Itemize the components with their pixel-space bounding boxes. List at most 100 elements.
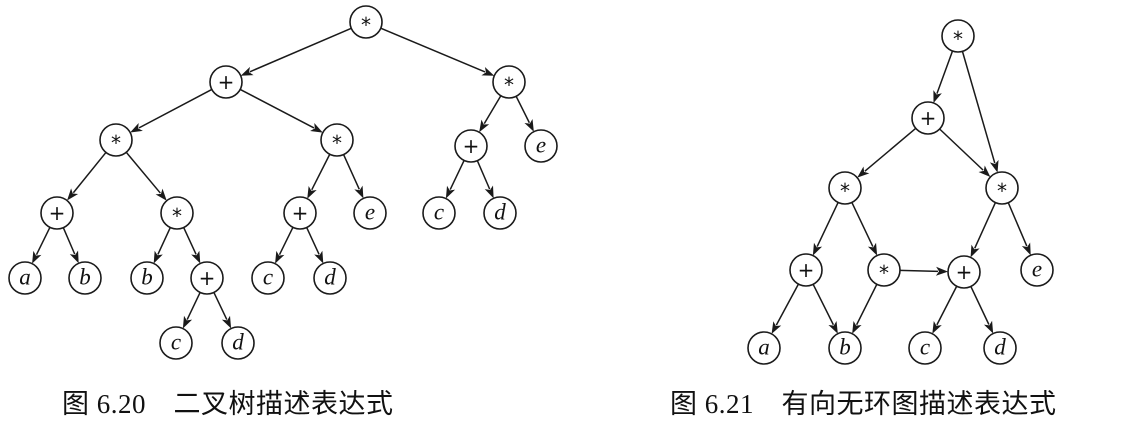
edge-line <box>936 285 958 326</box>
arrowhead-icon <box>182 315 193 329</box>
node-n19: d <box>313 261 347 295</box>
node-m7: + <box>947 255 981 289</box>
operand-label: c <box>434 200 444 225</box>
edge-n2-n4 <box>130 88 213 133</box>
edge-line <box>125 151 161 194</box>
edge-line <box>864 127 917 172</box>
arrowhead-icon <box>479 119 490 133</box>
arrowhead-icon <box>314 250 324 264</box>
node-m4: * <box>985 171 1019 205</box>
node-circle <box>983 331 1017 365</box>
node-m1: * <box>941 19 975 53</box>
node-circle <box>941 19 975 53</box>
edge-line <box>936 50 954 94</box>
node-circle <box>911 101 945 135</box>
node-m11: c <box>908 331 942 365</box>
edge-line <box>306 227 320 255</box>
edge-m2-m4 <box>939 128 991 178</box>
node-n6: + <box>454 129 488 163</box>
arrowhead-icon <box>354 185 364 199</box>
edge-line <box>855 283 878 326</box>
node-m9: a <box>747 331 781 365</box>
node-circle <box>159 326 193 360</box>
node-n17: + <box>190 261 224 295</box>
arrowhead-icon <box>1021 242 1031 256</box>
edge-n9-n16 <box>153 227 171 264</box>
edge-line <box>970 286 990 325</box>
operator-label: + <box>49 201 66 225</box>
arrowhead-icon <box>481 67 495 76</box>
node-circle <box>8 261 42 295</box>
node-circle <box>828 331 862 365</box>
node-n12: c <box>422 196 456 230</box>
edge-line <box>449 160 465 190</box>
operator-label: * <box>953 27 963 51</box>
node-circle <box>985 171 1019 205</box>
operator-label: * <box>879 261 889 285</box>
arrowhead-icon <box>275 250 285 264</box>
edge-line <box>851 202 874 247</box>
operand-label: d <box>994 335 1006 360</box>
operand-label: b <box>141 265 153 290</box>
node-m6: * <box>867 253 901 287</box>
operator-label: + <box>218 70 235 94</box>
edge-line <box>1007 202 1028 247</box>
operand-label: e <box>365 200 375 225</box>
node-m2: + <box>911 101 945 135</box>
edge-n5-n11 <box>342 154 364 199</box>
operand-label: c <box>171 330 181 355</box>
arrowhead-icon <box>983 320 994 334</box>
node-circle <box>283 196 317 230</box>
edge-m7-m12 <box>970 286 994 334</box>
arrowhead-icon <box>771 321 782 334</box>
edge-line <box>476 160 491 190</box>
operand-label: d <box>494 200 506 225</box>
edge-m1-m2 <box>933 50 954 103</box>
node-circle <box>160 196 194 230</box>
operand-label: c <box>920 335 930 360</box>
arrowhead-icon <box>978 165 991 178</box>
edge-m4-m8 <box>1007 202 1031 256</box>
edge-line <box>342 154 360 190</box>
edge-line <box>186 292 201 320</box>
arrowhead-icon <box>67 188 79 201</box>
edge-n6-n13 <box>476 160 494 199</box>
dag-edges <box>771 50 1031 334</box>
node-circle <box>524 129 558 163</box>
edge-line <box>380 27 486 73</box>
edge-n8-n14 <box>32 227 51 264</box>
edge-line <box>974 202 997 249</box>
operand-label: b <box>839 335 851 360</box>
edge-m7-m11 <box>932 285 958 334</box>
edge-n6-n12 <box>445 160 465 199</box>
edge-n1-n3 <box>380 27 495 76</box>
arrowhead-icon <box>130 122 143 133</box>
edge-line <box>775 283 800 326</box>
operand-label: b <box>79 265 91 290</box>
node-n14: a <box>8 261 42 295</box>
arrowhead-icon <box>32 250 42 264</box>
node-n15: b <box>68 261 102 295</box>
edge-line <box>138 88 213 129</box>
node-circle <box>789 253 823 287</box>
edge-m3-m5 <box>812 202 839 256</box>
node-n7: e <box>524 129 558 163</box>
arrowhead-icon <box>445 185 456 199</box>
node-circle <box>320 123 354 157</box>
edge-line <box>72 151 107 194</box>
node-n20: c <box>159 326 193 360</box>
arrowhead-icon <box>153 250 163 264</box>
node-circle <box>40 196 74 230</box>
node-n18: c <box>251 261 285 295</box>
node-circle <box>130 261 164 295</box>
node-n8: + <box>40 196 74 230</box>
arrowhead-icon <box>932 321 942 334</box>
edge-m1-m4 <box>961 51 999 173</box>
arrowhead-icon <box>307 185 317 199</box>
edge-line <box>213 292 228 320</box>
operand-label: d <box>324 265 336 290</box>
edge-m4-m7 <box>970 202 997 258</box>
operator-label: + <box>956 260 973 284</box>
